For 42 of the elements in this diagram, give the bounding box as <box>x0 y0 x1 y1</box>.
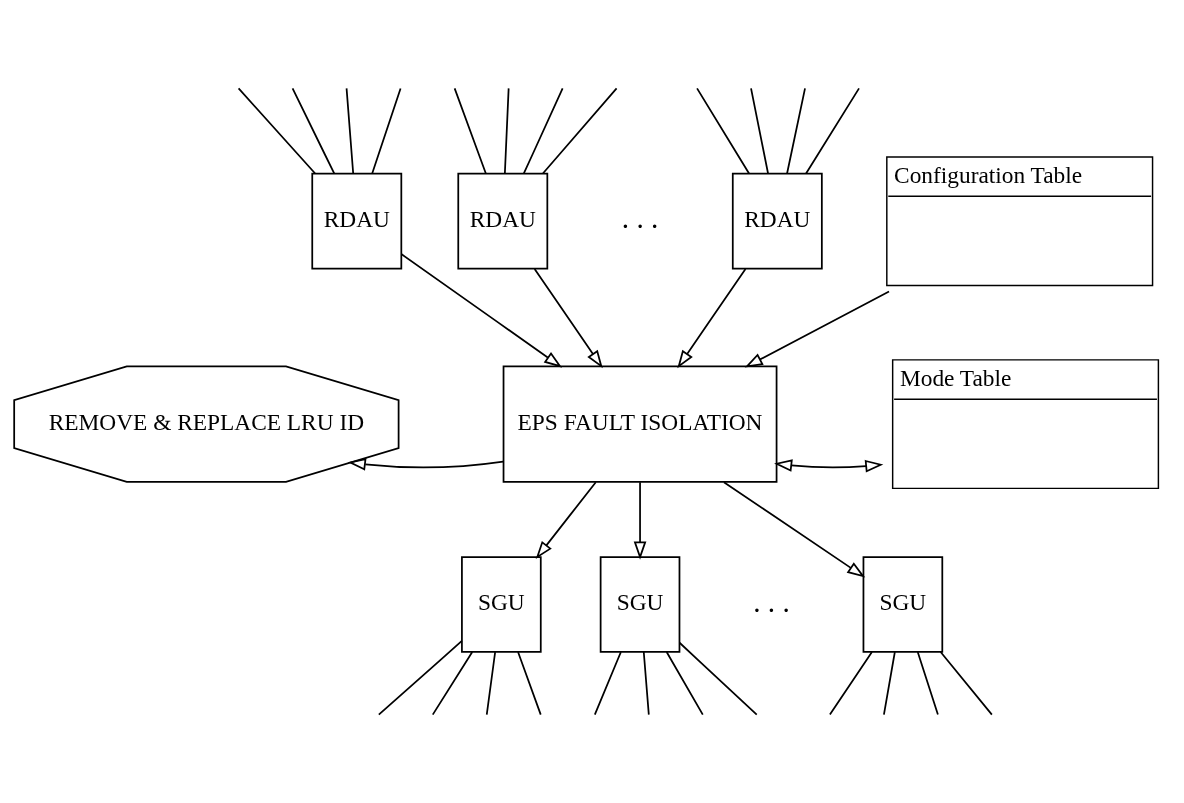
connector <box>517 651 542 716</box>
connector <box>523 87 564 175</box>
node-box: EPS FAULT ISOLATION <box>502 365 778 483</box>
arrow <box>533 268 603 369</box>
arrow <box>677 268 747 369</box>
connector <box>916 651 939 716</box>
arrow <box>774 459 884 473</box>
node-box: SGU <box>862 556 944 653</box>
connector <box>504 87 510 175</box>
connector <box>642 651 650 716</box>
connector <box>593 651 622 716</box>
connector <box>678 641 758 716</box>
connector <box>377 640 463 716</box>
arrow <box>535 481 597 560</box>
connector <box>431 651 474 716</box>
arrow <box>723 481 866 578</box>
label: . . . <box>753 585 790 618</box>
connector <box>939 651 993 716</box>
arrow <box>400 253 563 368</box>
node-box: SGU <box>461 556 542 653</box>
node-box: SGU <box>599 556 681 653</box>
connector <box>696 87 750 175</box>
arrow <box>744 290 890 368</box>
connector <box>829 651 873 716</box>
arrow <box>633 481 647 560</box>
connector <box>345 87 355 175</box>
connector <box>485 651 497 716</box>
connector <box>453 87 487 175</box>
connector <box>750 87 769 175</box>
connector <box>805 87 860 175</box>
node-box: RDAU <box>457 172 549 270</box>
connector <box>237 87 317 175</box>
node-box: RDAU <box>731 172 823 270</box>
label: . . . <box>621 202 659 235</box>
connector <box>371 87 402 175</box>
node-box: RDAU <box>311 172 403 270</box>
connector <box>291 87 336 175</box>
connector <box>883 651 896 716</box>
connector <box>665 651 704 716</box>
arrow <box>347 458 504 471</box>
connector <box>786 87 806 175</box>
connector <box>542 87 618 175</box>
